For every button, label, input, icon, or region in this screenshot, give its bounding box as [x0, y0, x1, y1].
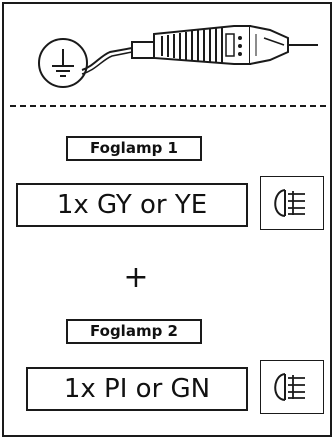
- foglamp-2-wire-colors: 1x PI or GN: [26, 367, 248, 411]
- ground-icon: [38, 38, 88, 88]
- foglamp-icon: [260, 176, 324, 230]
- voltage-tester-icon: [81, 25, 318, 75]
- foglamp-2-label: Foglamp 2: [66, 319, 202, 344]
- foglamp-icon: [260, 360, 324, 414]
- plus-connector: +: [123, 260, 149, 295]
- foglamp-1-wire-colors: 1x GY or YE: [16, 183, 248, 227]
- foglamp-1-label: Foglamp 1: [66, 136, 202, 161]
- section-divider: [10, 105, 326, 107]
